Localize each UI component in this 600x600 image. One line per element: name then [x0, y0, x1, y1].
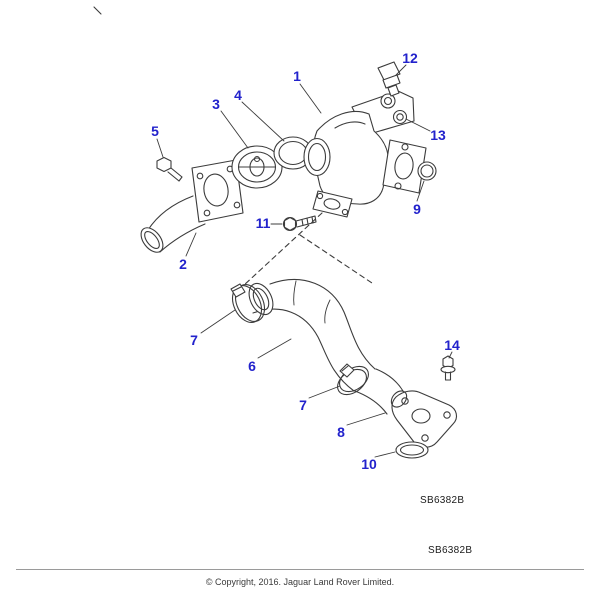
callout-7b[interactable]: 7 [299, 397, 307, 413]
callout-10[interactable]: 10 [361, 456, 377, 472]
callout-5[interactable]: 5 [151, 123, 159, 139]
part-6-hose-art [248, 279, 376, 392]
callout-2[interactable]: 2 [179, 256, 187, 272]
copyright-text: © Copyright, 2016. Jaguar Land Rover Lim… [205, 577, 395, 587]
part-9-oring-art [417, 161, 437, 181]
callout-4[interactable]: 4 [234, 87, 242, 103]
callout-9[interactable]: 9 [413, 201, 421, 217]
callout-13[interactable]: 13 [430, 127, 446, 143]
callout-8[interactable]: 8 [337, 424, 345, 440]
stray-mark [93, 6, 102, 15]
part-7b-clamp-art [337, 363, 369, 396]
leader-lines [156, 64, 453, 458]
part-14-bolt-art [440, 355, 456, 381]
part-8-pipe-art [354, 368, 458, 448]
footer-divider [16, 569, 584, 570]
part-3-thermostat-art [231, 145, 283, 189]
callout-1[interactable]: 1 [293, 68, 301, 84]
assembly-axis-lines [242, 212, 373, 287]
part-1-housing-art [303, 90, 427, 218]
callout-12[interactable]: 12 [402, 50, 418, 66]
diagram-code-footer: SB6382B [428, 545, 473, 556]
callout-11[interactable]: 11 [255, 215, 271, 231]
part-12-sensor-art [377, 61, 401, 97]
callout-7a[interactable]: 7 [190, 332, 198, 348]
part-5-bolt-art [156, 156, 183, 182]
part-2-outlet-pipe-art [140, 159, 244, 253]
part-11-bolt-art [282, 215, 317, 232]
callout-6[interactable]: 6 [248, 358, 256, 374]
part-10-gasket-art [395, 441, 429, 459]
diagram-code: SB6382B [420, 495, 465, 506]
callout-14[interactable]: 14 [444, 337, 460, 353]
callout-3[interactable]: 3 [212, 96, 220, 112]
